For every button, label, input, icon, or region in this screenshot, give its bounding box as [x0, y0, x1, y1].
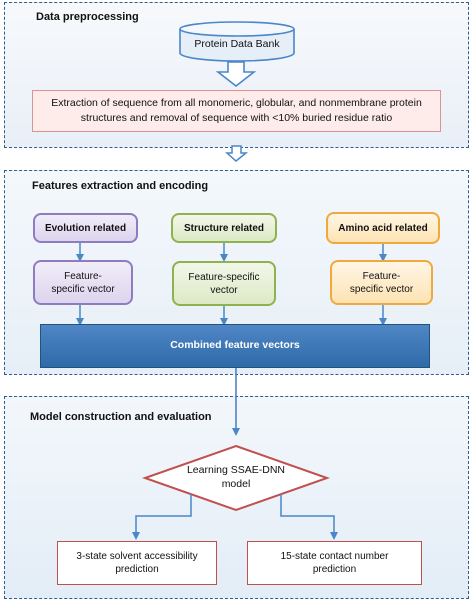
diamond-to-solvent-arrow	[132, 494, 192, 540]
model-title: Model construction and evaluation	[30, 411, 212, 423]
learning-model-label: Learning SSAE-DNN model	[186, 464, 286, 490]
evolution-related-box: Evolution related	[33, 213, 138, 243]
extraction-box: Extraction of sequence from all monomeri…	[32, 90, 441, 132]
database-icon	[179, 21, 295, 62]
amino-acid-related-box: Amino acid related	[326, 212, 440, 244]
structure-vector-box: Feature-specific vector	[172, 261, 276, 306]
database-label: Protein Data Bank	[194, 38, 280, 51]
evolution-vector-box: Feature-specific vector	[33, 260, 133, 305]
preprocessing-title: Data preprocessing	[36, 11, 139, 23]
diamond-to-contact-arrow	[280, 494, 338, 540]
structure-related-box: Structure related	[171, 213, 277, 243]
amino-acid-vector-box: Feature-specific vector	[330, 260, 433, 305]
database-down-arrow	[215, 61, 257, 88]
solvent-accessibility-box: 3-state solvent accessibility prediction	[57, 541, 217, 585]
section-link-arrow	[225, 145, 249, 162]
features-title: Features extraction and encoding	[32, 180, 209, 192]
combined-feature-vectors-bar: Combined feature vectors	[40, 324, 430, 368]
contact-number-box: 15-state contact number prediction	[247, 541, 422, 585]
